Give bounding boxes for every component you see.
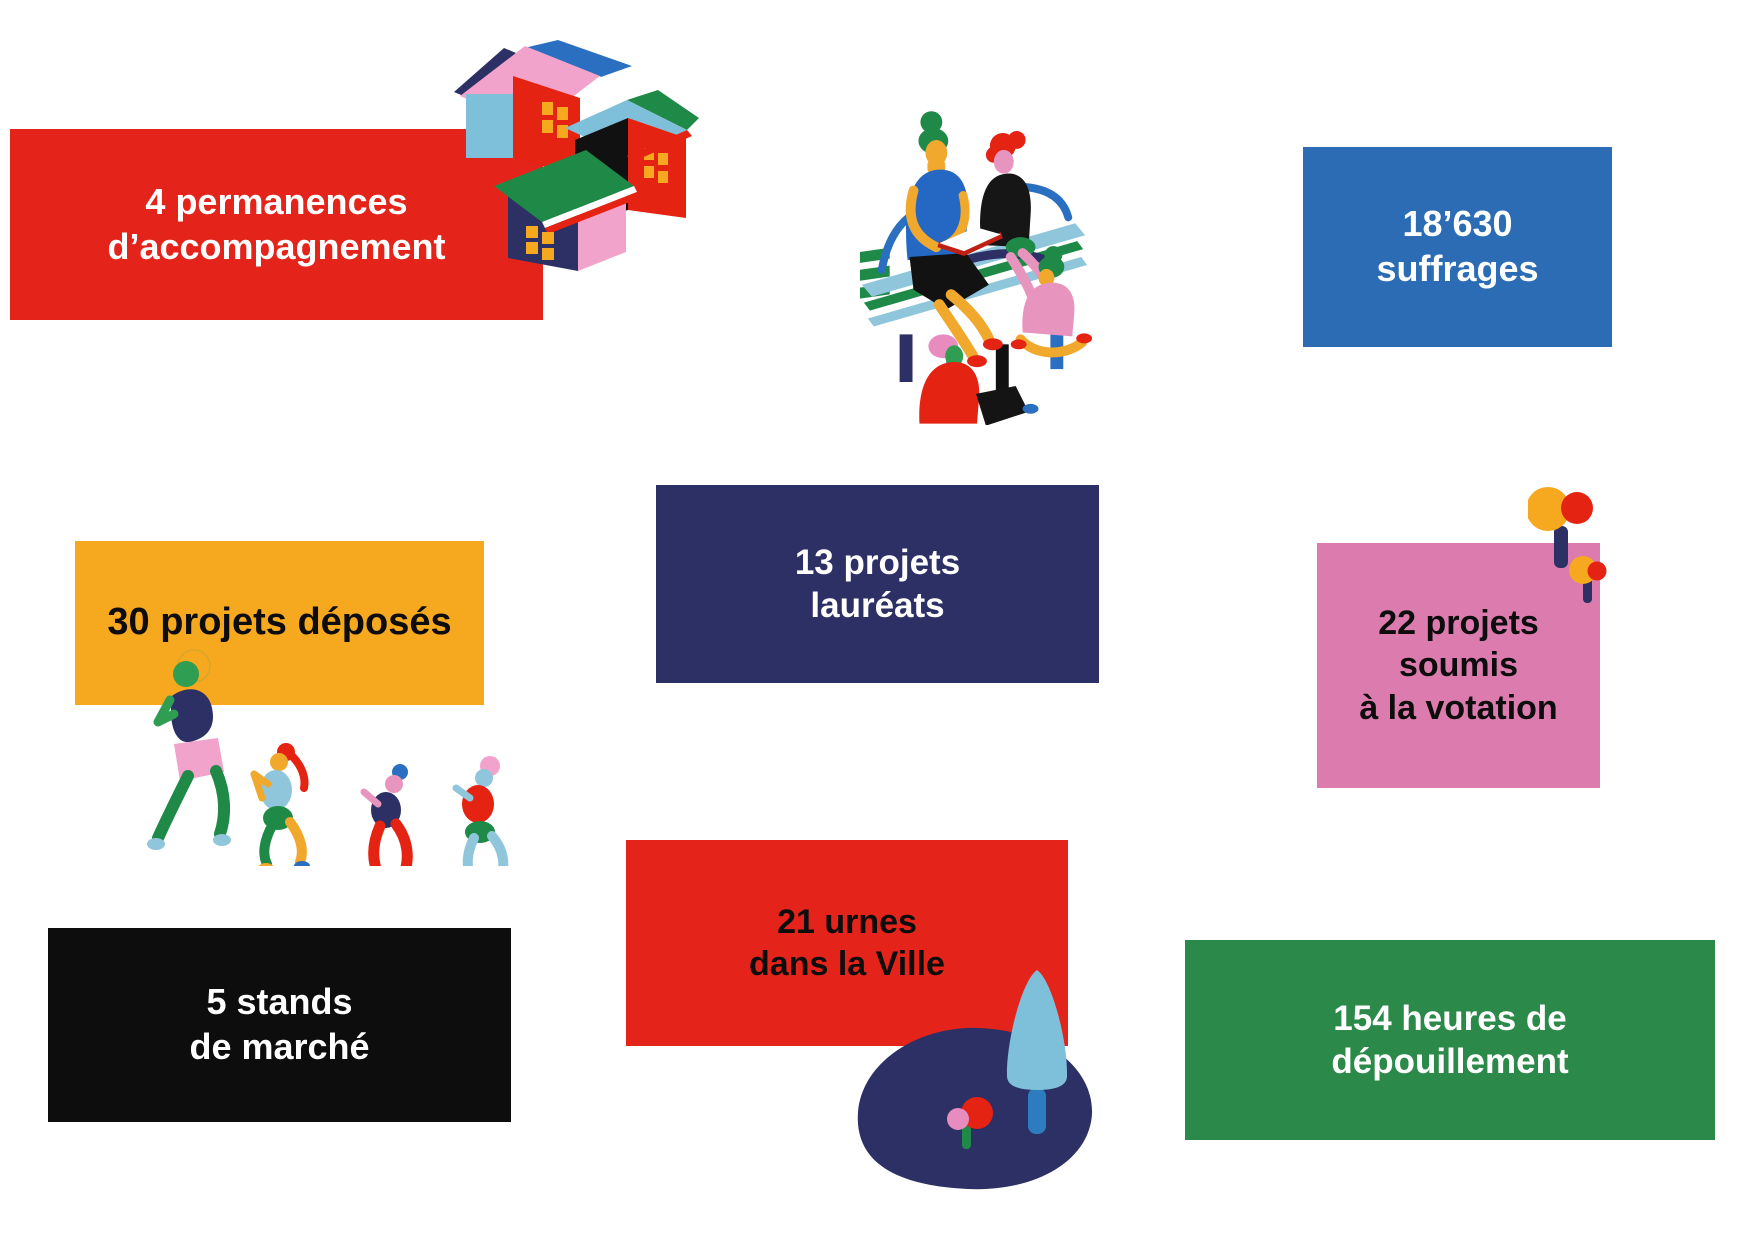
stat-line: d’accompagnement (107, 225, 446, 267)
stat-line: dans la Ville (749, 945, 945, 983)
stat-line: 21 urnes (777, 902, 917, 941)
stat-block-projets-votation: 22 projets soumis à la votation (1317, 543, 1600, 788)
stat-line: soumis (1398, 646, 1519, 685)
stat-line: 13 projets (794, 542, 961, 582)
stat-block-projets-laureats: 13 projets lauréats (656, 485, 1099, 683)
balloon-trees-icon (1528, 487, 1607, 603)
stat-line: de marché (189, 1026, 370, 1067)
stat-block-depouillement: 154 heures de dépouillement (1185, 940, 1715, 1140)
runners-illustration-icon (147, 649, 509, 866)
stat-line: lauréats (810, 586, 945, 625)
stat-line: 154 heures de (1333, 998, 1567, 1038)
stat-line: suffrages (1376, 248, 1539, 289)
stat-line: 18’630 (1402, 203, 1513, 245)
stat-block-permanences: 4 permanences d’accompagnement (10, 129, 543, 320)
stat-block-urnes: 21 urnes dans la Ville (626, 840, 1068, 1046)
stat-block-projets-deposes: 30 projets déposés (75, 541, 484, 705)
stat-line: 30 projets déposés (107, 601, 452, 644)
houses-illustration-icon (454, 40, 699, 271)
stat-line: 5 stands (206, 981, 353, 1023)
park-pond-illustration-icon (857, 970, 1093, 1190)
stat-block-stands-marche: 5 stands de marché (48, 928, 511, 1122)
stat-line: 22 projets (1378, 604, 1539, 643)
stat-line: à la votation (1359, 688, 1558, 727)
people-reading-bench-illustration-icon (859, 111, 1093, 425)
stat-line: dépouillement (1331, 1042, 1569, 1081)
stat-line: 4 permanences (145, 180, 408, 222)
stat-block-suffrages: 18’630 suffrages (1303, 147, 1612, 347)
